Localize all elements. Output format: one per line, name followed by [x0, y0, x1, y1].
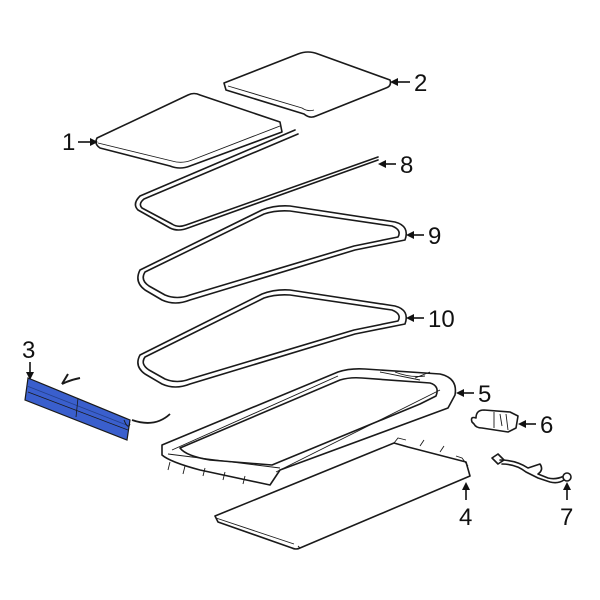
svg-text:5: 5: [478, 381, 491, 408]
svg-text:9: 9: [428, 223, 441, 250]
callout-3: 3: [22, 337, 35, 380]
callout-2: 2: [390, 70, 427, 97]
svg-text:3: 3: [22, 337, 35, 364]
part-10-seal[interactable]: [137, 289, 408, 388]
part-3-drain-trough-highlighted[interactable]: [24, 373, 171, 441]
part-8-weatherstrip[interactable]: [134, 129, 379, 231]
callout-6: 6: [518, 412, 553, 439]
part-6-motor[interactable]: [470, 409, 519, 433]
part-2-rear-glass[interactable]: [223, 51, 392, 118]
part-7-drain-hose[interactable]: [491, 453, 572, 484]
callout-10: 10: [406, 306, 455, 333]
part-1-glass-panel[interactable]: [95, 92, 283, 169]
callout-4: 4: [459, 482, 472, 531]
callout-7: 7: [560, 482, 573, 531]
part-4-sunshade[interactable]: [214, 437, 471, 550]
svg-text:7: 7: [560, 504, 573, 531]
callout-9: 9: [406, 223, 441, 250]
part-9-seal[interactable]: [137, 205, 408, 304]
callout-1: 1: [62, 129, 98, 156]
callout-8: 8: [378, 152, 413, 179]
svg-text:10: 10: [428, 306, 455, 333]
svg-text:4: 4: [459, 504, 472, 531]
callout-5: 5: [456, 381, 491, 408]
svg-text:6: 6: [540, 412, 553, 439]
svg-text:2: 2: [414, 70, 427, 97]
part-5-frame-housing[interactable]: [161, 368, 457, 486]
svg-text:1: 1: [62, 129, 75, 156]
svg-text:8: 8: [400, 152, 413, 179]
